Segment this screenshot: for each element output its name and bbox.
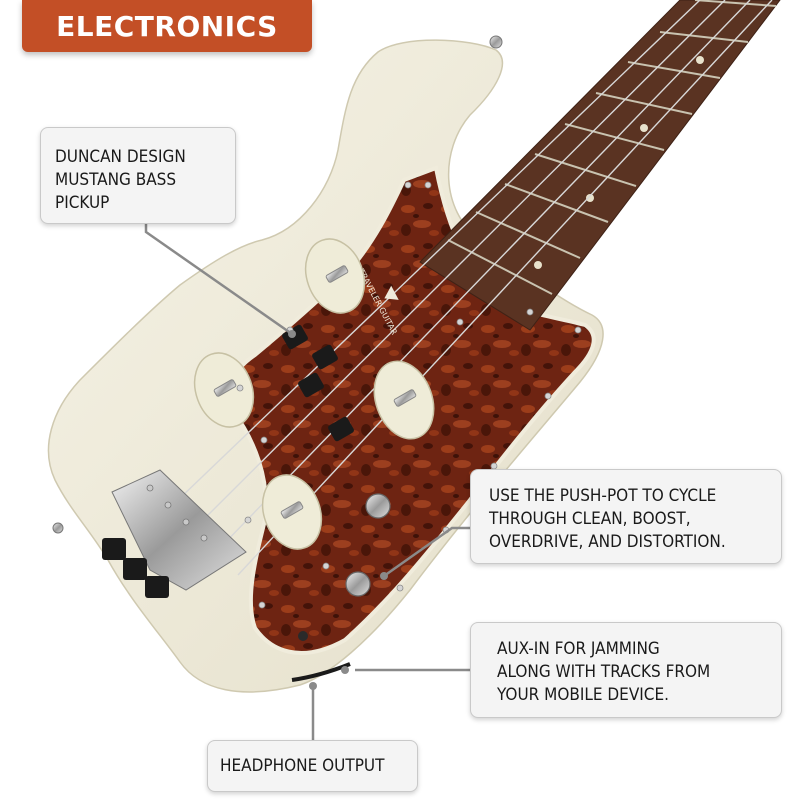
strap-button bbox=[52, 522, 64, 534]
push-pot-callout: USE THE PUSH-POT TO CYCLE THROUGH CLEAN,… bbox=[470, 469, 782, 564]
headphone-output bbox=[291, 662, 351, 682]
aux-in-jack bbox=[298, 631, 308, 641]
frets bbox=[447, 0, 777, 295]
bridge bbox=[102, 469, 247, 598]
section-title: ELECTRONICS bbox=[22, 0, 312, 52]
callout-leaders bbox=[144, 224, 470, 740]
volume-knob bbox=[345, 571, 371, 597]
pickup-mounts bbox=[213, 265, 417, 519]
pickup-callout: DUNCAN DESIGN MUSTANG BASS PICKUP bbox=[40, 127, 236, 224]
push-pot-knob bbox=[365, 493, 391, 519]
strings bbox=[177, 0, 773, 576]
headphone-output-callout: HEADPHONE OUTPUT bbox=[207, 740, 418, 792]
aux-in-callout: AUX-IN FOR JAMMING ALONG WITH TRACKS FRO… bbox=[470, 622, 782, 718]
fret-markers bbox=[534, 56, 704, 269]
pickguard-screws bbox=[236, 181, 582, 640]
